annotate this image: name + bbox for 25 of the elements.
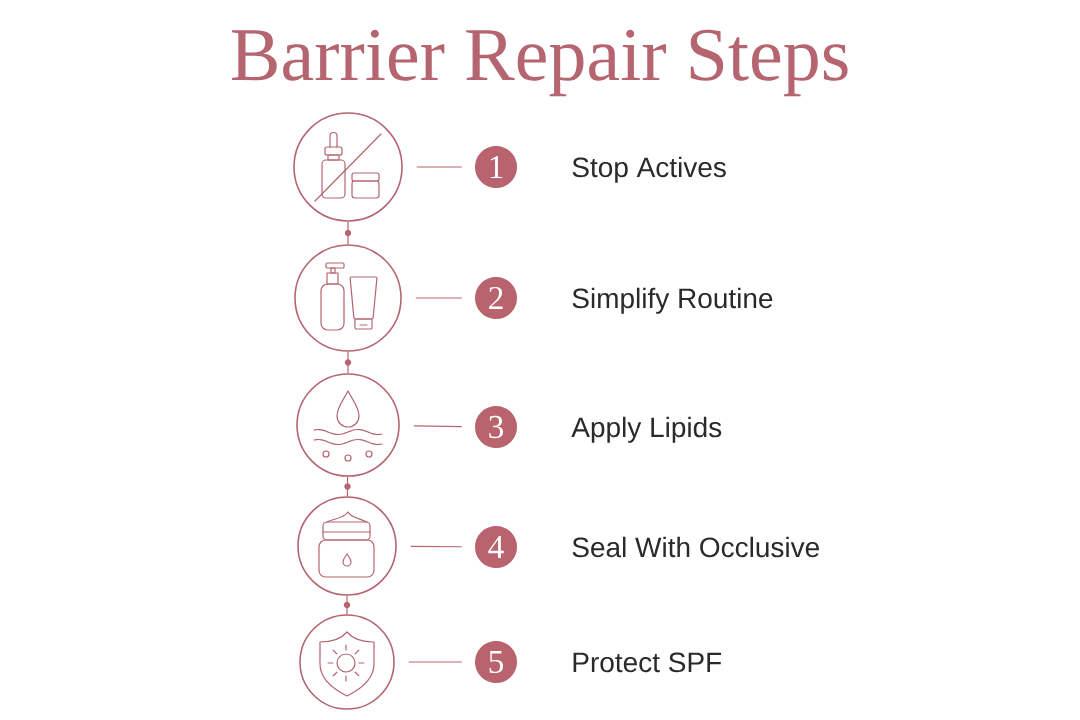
connector-line <box>347 221 349 245</box>
connector-line <box>416 166 463 168</box>
connector-line <box>346 476 349 497</box>
connector-line <box>346 595 348 615</box>
connector-line <box>415 297 463 299</box>
icon-circle <box>296 373 400 477</box>
icon-circle <box>293 112 403 222</box>
connector-line <box>413 425 463 428</box>
step-label: Simplify Routine <box>572 287 773 314</box>
icon-circle <box>297 496 397 596</box>
connector-line <box>410 545 463 548</box>
step-label: Seal With Occlusive <box>572 536 819 558</box>
connector-line <box>347 351 349 374</box>
number-badge: 3 <box>475 406 517 448</box>
icon-circle <box>294 244 402 352</box>
connector-line <box>408 661 463 663</box>
title: Barrier Repair Steps <box>231 29 848 97</box>
step-label: Stop Actives <box>572 156 726 183</box>
number-badge: 2 <box>475 277 517 319</box>
step-label: Protect SPF <box>573 652 722 673</box>
step-label: Apply Lipids <box>571 416 722 443</box>
number-badge: 1 <box>475 146 517 188</box>
icon-circle <box>299 614 395 710</box>
number-badge: 4 <box>475 526 517 568</box>
number-badge: 5 <box>475 641 517 683</box>
